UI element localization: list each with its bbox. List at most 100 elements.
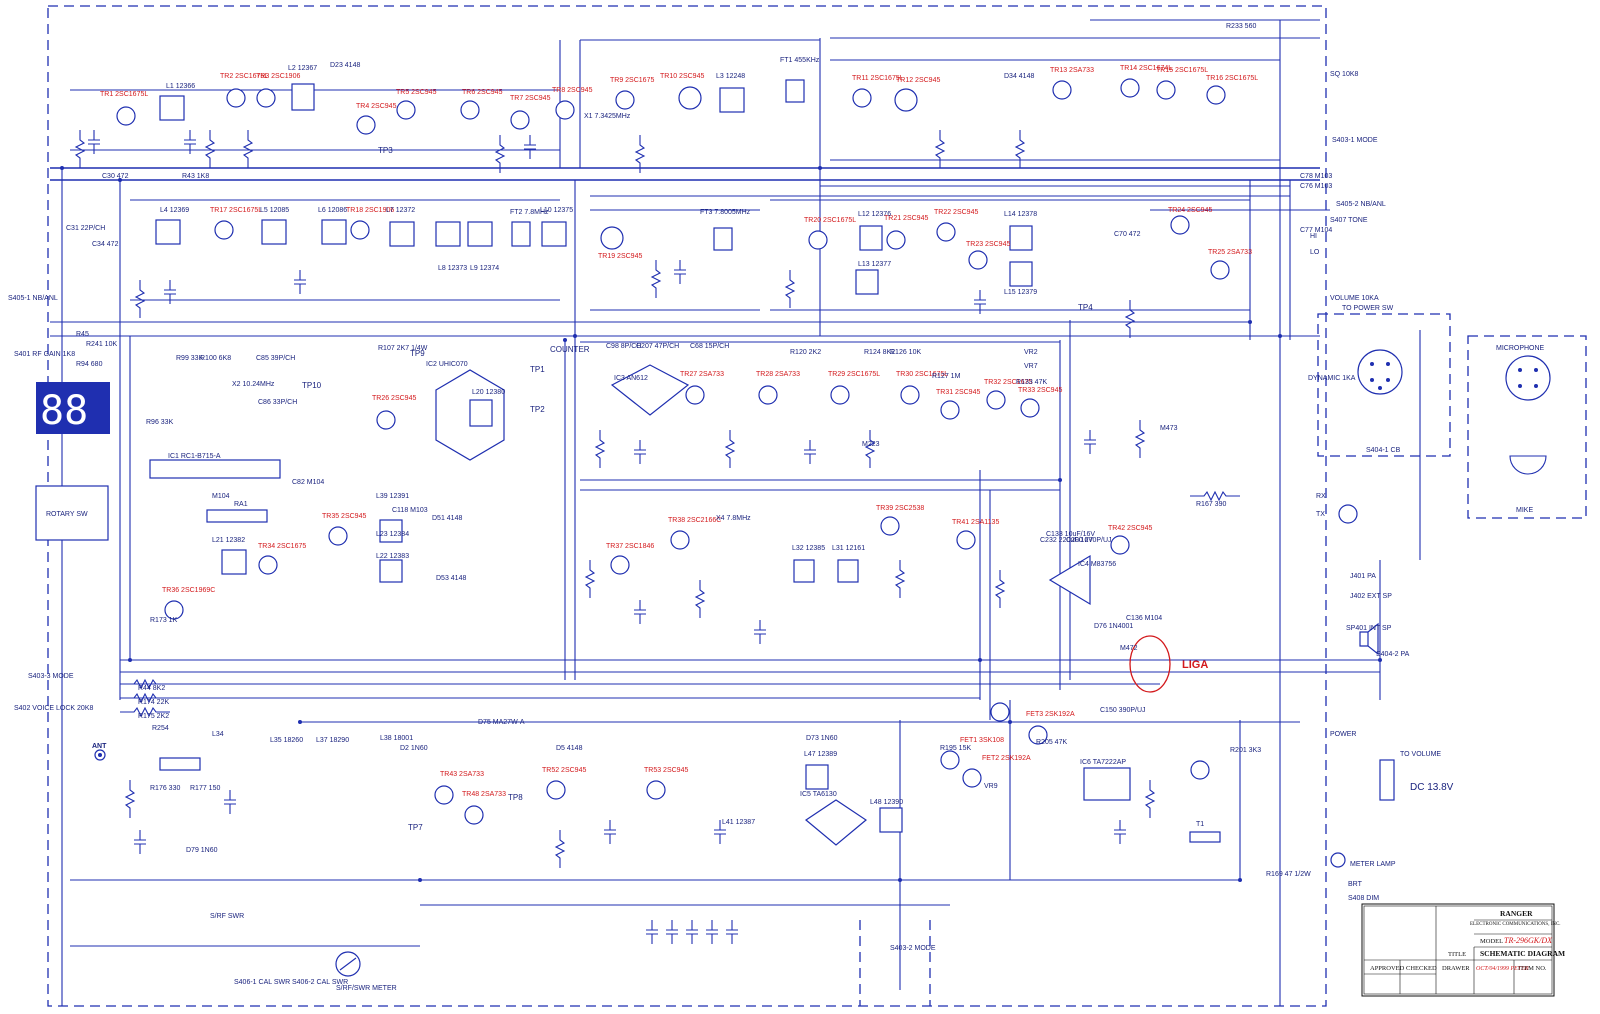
component-label: L7 12372 [386,207,415,214]
component-label: C98 8P/CH [606,343,641,350]
transistor-label: TR42 2SC945 [1108,525,1152,532]
component-label: R177 150 [190,785,220,792]
ic-label: IC2 UHIC070 [426,361,468,368]
mike-label: MIKE [1516,507,1533,514]
component-label: R45 [76,331,89,338]
component-label: C34 472 [92,241,119,248]
component-label: M223 [862,441,880,448]
component-label: L10 12375 [540,207,573,214]
component-label: R44 8K2 [138,685,165,692]
transistor-label: TR35 2SC945 [322,513,366,520]
test-point-label: TP7 [408,823,423,832]
transistor-label: FET2 2SK192A [982,755,1031,762]
transistor-label: FET3 2SK192A [1026,711,1075,718]
component-label: C30 472 [102,173,129,180]
switch-label: RX [1316,493,1326,500]
component-label: T1 [1196,821,1204,828]
component-label: L31 12161 [832,545,865,552]
to-power-switch-label: TO POWER SW [1342,305,1394,312]
switch-label: S406-1 CAL SWR [234,979,290,986]
transistor-label: TR15 2SC1675L [1156,67,1208,74]
component-label: VR2 [1024,349,1038,356]
ic-label: IC4 M83756 [1078,561,1116,568]
ic-label: IC6 TA7222AP [1080,759,1126,766]
company-name: RANGER [1500,909,1533,918]
transistor-label: TR11 2SC1675L [852,75,904,82]
component-label: R43 1K8 [182,173,209,180]
title-value: SCHEMATIC DIAGRAM [1480,949,1565,958]
transistor-label: TR27 2SA733 [680,371,724,378]
component-label: L38 18001 [380,735,413,742]
component-label: RA1 [234,501,248,508]
component-label: FT1 455KHz [780,57,820,64]
switch-label: S404-1 CB [1366,447,1401,454]
microphone-box-outline [1467,335,1587,519]
component-label: R126 10K [890,349,921,356]
rotary-switch [35,485,109,541]
component-label: X4 7.8MHz [716,515,751,522]
component-label: R120 2K2 [790,349,821,356]
component-label: R201 3K3 [1230,747,1261,754]
transistor-label: TR24 2SC945 [1168,207,1212,214]
component-label: R233 560 [1226,23,1256,30]
component-label: R195 15K [940,745,971,752]
component-label: D75 MA27W-A [478,719,525,726]
component-label: L41 12387 [722,819,755,826]
component-label: C70 472 [1114,231,1141,238]
title-block: RANGER ELECTRONIC COMMUNICATIONS, INC. M… [1361,903,1565,997]
transistor-label: TR3 2SC1906 [256,73,300,80]
ext-speaker-label: J402 EXT SP [1350,593,1392,600]
component-label: R107 2K7 1/4W [378,345,428,352]
test-point-label: TP2 [530,405,545,414]
resistors [74,130,1240,868]
transistor-label: TR37 2SC1846 [606,543,654,550]
component-label: M473 [1160,425,1178,432]
component-label: R176 330 [150,785,180,792]
transistor-label: TR39 2SC2538 [876,505,924,512]
transistor-label: TR17 2SC1675L [210,207,262,214]
item-label: ITEM NO. [1518,965,1547,972]
display-digits: 88 [40,388,88,434]
component-label: D2 1N60 [400,745,428,752]
transistor-label: TR53 2SC945 [644,767,688,774]
switch-label: S406-2 CAL SWR [292,979,348,986]
component-label: D5 4148 [556,745,583,752]
component-label: L8 12373 [438,265,467,272]
title-label: TITLE [1448,951,1466,958]
transistor-label: TR23 2SC945 [966,241,1010,248]
switch-label: S403-3 MODE [28,673,74,680]
power-switch-label: POWER [1330,731,1356,738]
test-point-label: TP8 [508,793,523,802]
component-label: D34 4148 [1004,73,1034,80]
transistor-label: TR26 2SC945 [372,395,416,402]
transistor-label: TR34 2SC1675 [258,543,306,550]
switch-label: HI [1310,233,1317,240]
switch-label: S403-2 MODE [890,945,936,952]
transistor-label: TR48 2SA733 [462,791,506,798]
liga-label: LIGA [1182,659,1208,671]
int-speaker-label: SP401 INT SP [1346,625,1392,632]
component-label: L34 [212,731,224,738]
component-label: R173 1K [150,617,178,624]
component-label: L23 12384 [376,531,409,538]
transistor-label: TR10 2SC945 [660,73,704,80]
switch-label: BRT [1348,881,1363,888]
component-label: L12 12376 [858,211,891,218]
switch-label: S402 VOICE LOCK 20K8 [14,705,93,712]
test-point-label: TP4 [1078,303,1093,312]
component-label: C150 390P/UJ [1100,707,1146,714]
component-label: D76 1N4001 [1094,623,1133,630]
switch-label: S404-2 PA [1376,651,1410,658]
transistors [116,78,1358,825]
component-label: D73 1N60 [806,735,838,742]
component-label: L4 12369 [160,207,189,214]
checked-label: CHECKED [1406,965,1437,972]
liga-marker [1129,635,1171,693]
component-label: C200 270P/UJ [1066,537,1112,544]
switch-label: TX [1316,511,1325,518]
meter-lamp-icon [1330,852,1346,868]
component-label: C232 220uF/16V [1040,537,1093,544]
